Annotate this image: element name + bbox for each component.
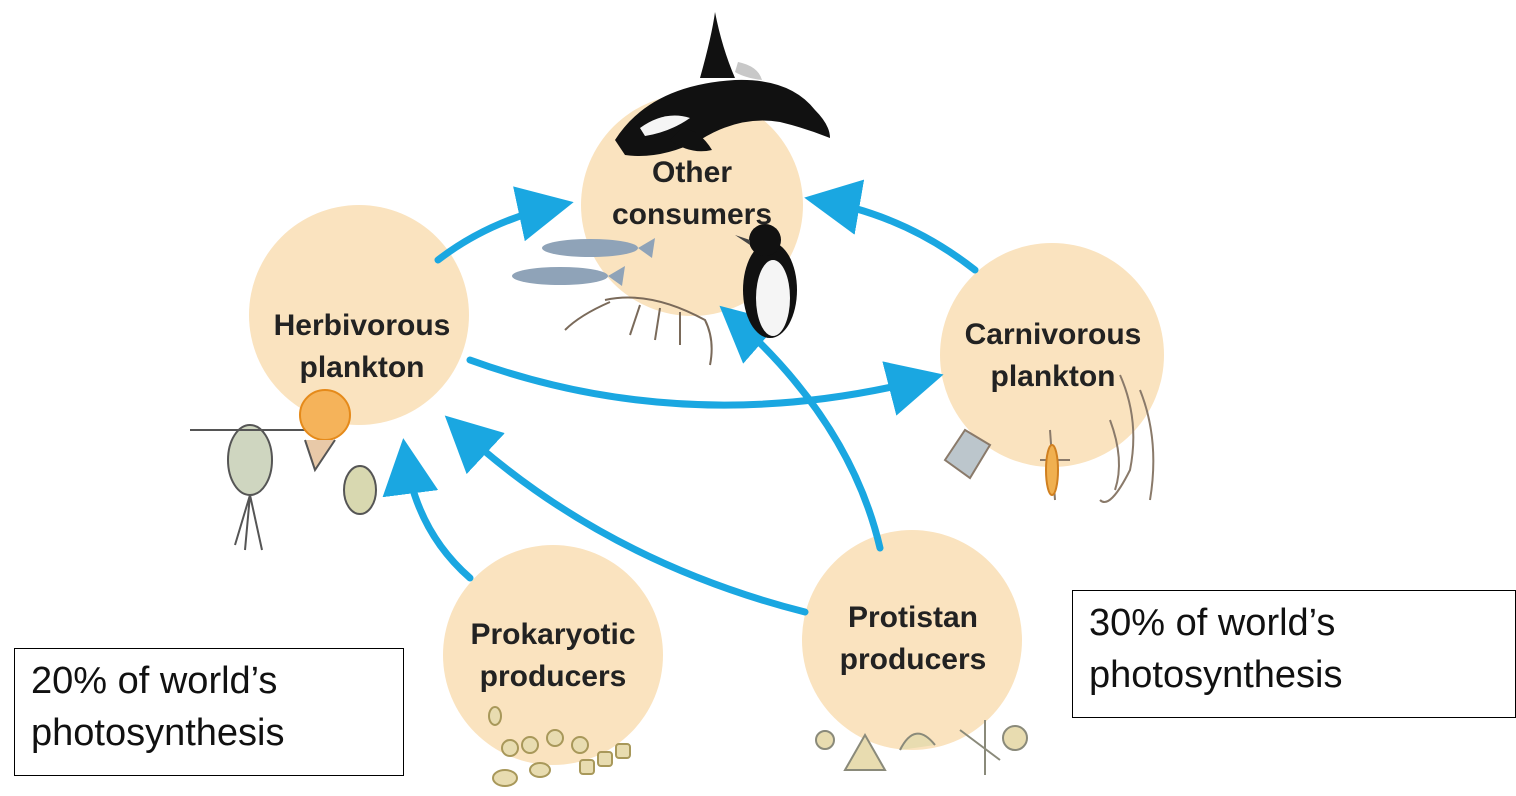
arrow-herbivorous-to-carnivorous	[470, 360, 930, 405]
herbivorous-plankton-organisms	[190, 390, 376, 550]
node-label-carnivorous-plankton: Carnivorous plankton	[943, 314, 1163, 398]
arrow-protistan-to-other	[730, 315, 880, 548]
node-label-other-consumers: Other consumers	[582, 152, 802, 236]
note-left-photosynthesis: 20% of world’s photosynthesis	[14, 648, 404, 776]
node-label-prokaryotic-producers: Prokaryotic producers	[443, 614, 663, 698]
note-right-photosynthesis: 30% of world’s photosynthesis	[1072, 590, 1516, 718]
arrow-prokaryotic-to-herbivorous	[405, 452, 470, 578]
arrow-herbivorous-to-other	[438, 205, 560, 260]
arrow-carnivorous-to-other	[818, 200, 975, 270]
node-label-protistan-producers: Protistan producers	[803, 597, 1023, 681]
node-label-herbivorous-plankton: Herbivorous plankton	[252, 305, 472, 389]
